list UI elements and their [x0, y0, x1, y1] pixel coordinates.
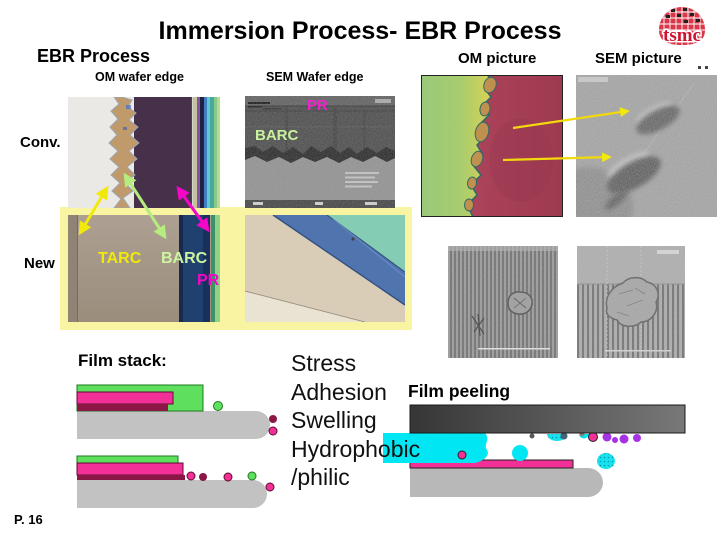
- pr-new-label: PR: [197, 272, 220, 289]
- wafer-shape: [410, 468, 603, 497]
- film-peeling-label: Film peeling: [408, 381, 511, 401]
- barc-conv-label: BARC: [255, 127, 299, 144]
- film-properties-list: Stress Adhesion Swelling Hydrophobic /ph…: [291, 349, 420, 492]
- property-philic: /philic: [291, 464, 350, 490]
- barc-new-label: BARC: [161, 250, 208, 267]
- pattern-defect-image-right: [577, 246, 685, 358]
- om-picture-heading: OM picture: [458, 50, 537, 67]
- conv-om-wafer-edge-image: [68, 97, 220, 208]
- ebr-process-heading: EBR Process: [37, 46, 151, 66]
- film-peeling-diagram: [383, 400, 693, 505]
- sem-picture-heading: SEM picture: [595, 50, 682, 67]
- tsmc-logo: tsmc: [650, 4, 714, 54]
- wafer-shape: [77, 411, 270, 439]
- tsmc-logo-text: tsmc: [663, 25, 701, 46]
- row-label-conv: Conv.: [20, 134, 61, 151]
- conv-sem-wafer-edge-image: [245, 96, 395, 208]
- row-label-new: New: [24, 255, 55, 272]
- property-stress: Stress: [291, 350, 357, 376]
- property-swelling: Swelling: [291, 407, 377, 433]
- page-number: P. 16: [14, 512, 43, 527]
- dots-decoration: [698, 56, 708, 74]
- om-wafer-edge-heading: OM wafer edge: [95, 70, 184, 84]
- om-picture-image: [421, 75, 563, 217]
- wafer-shape: [77, 480, 267, 508]
- film-stack-label: Film stack:: [78, 351, 167, 370]
- film-stack-diagram: [60, 380, 360, 515]
- pattern-defect-image-left: [448, 246, 558, 358]
- property-hydrophobic: Hydrophobic: [291, 435, 421, 462]
- tsmc-wafer-icon: tsmc: [659, 7, 705, 48]
- tarc-new-label: TARC: [98, 250, 142, 267]
- sem-picture-image: [576, 75, 717, 217]
- new-sem-wafer-edge-image: [245, 215, 405, 322]
- pr-conv-label: PR: [307, 97, 328, 114]
- page-title: Immersion Process- EBR Process: [158, 17, 562, 45]
- new-om-wafer-edge-image: [68, 215, 220, 322]
- sem-wafer-edge-heading: SEM Wafer edge: [266, 70, 364, 84]
- property-adhesion: Adhesion: [291, 378, 387, 405]
